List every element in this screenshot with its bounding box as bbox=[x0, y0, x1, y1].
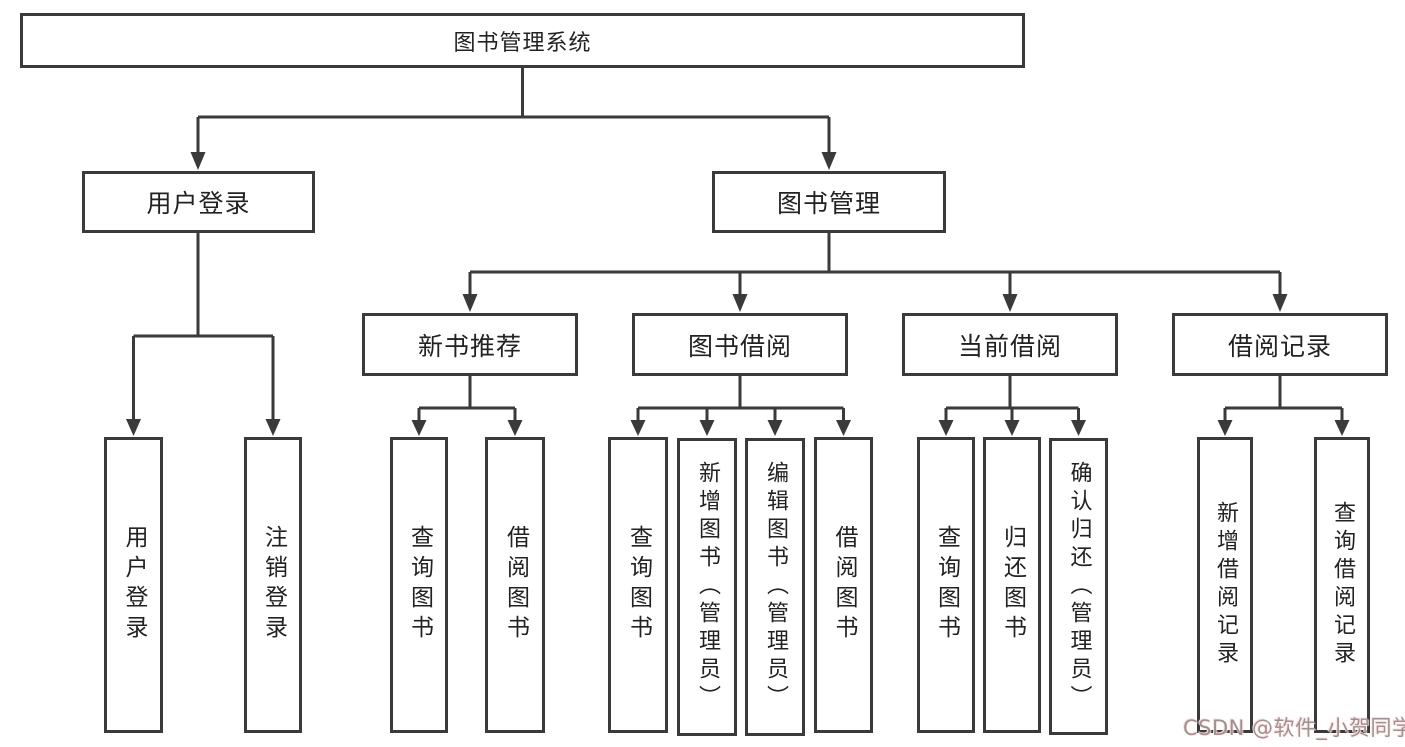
node-label: 当前借阅 bbox=[957, 331, 1062, 361]
node-label: 借阅图书 bbox=[502, 525, 529, 645]
node-label: 归还图书 bbox=[999, 525, 1026, 645]
node-label: 查询图书 bbox=[933, 525, 960, 645]
leaf-query-books-current: 查询图书 bbox=[917, 437, 975, 733]
node-label: 借阅图书 bbox=[831, 525, 857, 645]
leaf-query-borrow-record: 查询借阅记录 bbox=[1314, 437, 1370, 733]
leaf-edit-book-admin: 编辑图书（管理员） bbox=[745, 438, 805, 736]
node-label: 新增图书（管理员） bbox=[695, 461, 720, 713]
leaf-borrow-books-recommend: 借阅图书 bbox=[485, 437, 545, 733]
node-borrowing-records: 借阅记录 bbox=[1172, 313, 1388, 376]
leaf-logout: 注销登录 bbox=[244, 437, 302, 733]
leaf-confirm-return-admin: 确认归还（管理员） bbox=[1049, 438, 1108, 735]
node-book-borrowing: 图书借阅 bbox=[632, 313, 848, 376]
connector-new-book-children bbox=[411, 376, 523, 436]
node-label: 编辑图书（管理员） bbox=[763, 461, 788, 713]
node-label: 查询图书 bbox=[625, 525, 652, 645]
node-label: 查询图书 bbox=[406, 525, 433, 645]
leaf-borrow-books: 借阅图书 bbox=[814, 437, 873, 733]
node-label: 借阅记录 bbox=[1227, 331, 1332, 361]
connector-book-borrow-children bbox=[630, 376, 851, 436]
leaf-return-books: 归还图书 bbox=[983, 437, 1041, 733]
csdn-watermark: CSDN @软件_小贺同学 bbox=[1183, 716, 1405, 740]
node-new-book-recommendation: 新书推荐 bbox=[362, 313, 578, 376]
leaf-add-book-admin: 新增图书（管理员） bbox=[677, 438, 737, 736]
leaf-add-borrow-record: 新增借阅记录 bbox=[1197, 437, 1253, 733]
node-label: 图书借阅 bbox=[687, 331, 792, 361]
node-label: 图书管理系统 bbox=[453, 30, 592, 56]
connector-book-management-children bbox=[462, 233, 1288, 312]
connector-root-to-level2 bbox=[190, 66, 837, 170]
node-library-management-system: 图书管理系统 bbox=[20, 13, 1025, 68]
leaf-query-books-borrow: 查询图书 bbox=[608, 437, 668, 733]
node-label: 注销登录 bbox=[260, 525, 287, 645]
node-label: 确认归还（管理员） bbox=[1066, 460, 1092, 713]
connector-user-login-children bbox=[126, 233, 281, 436]
leaf-user-login: 用户登录 bbox=[104, 437, 163, 733]
connector-records-children bbox=[1217, 376, 1350, 436]
node-current-borrowing: 当前借阅 bbox=[902, 313, 1118, 376]
node-label: 查询借阅记录 bbox=[1330, 501, 1355, 669]
node-user-login: 用户登录 bbox=[82, 171, 315, 233]
node-label: 新增借阅记录 bbox=[1213, 501, 1238, 669]
node-label: 用户登录 bbox=[146, 189, 251, 218]
node-label: 用户登录 bbox=[121, 525, 147, 645]
leaf-query-books-recommend: 查询图书 bbox=[390, 437, 448, 733]
node-label: 图书管理 bbox=[776, 189, 881, 218]
connector-current-borrow-children bbox=[938, 376, 1086, 436]
node-book-management: 图书管理 bbox=[712, 171, 946, 233]
node-label: 新书推荐 bbox=[417, 331, 522, 361]
